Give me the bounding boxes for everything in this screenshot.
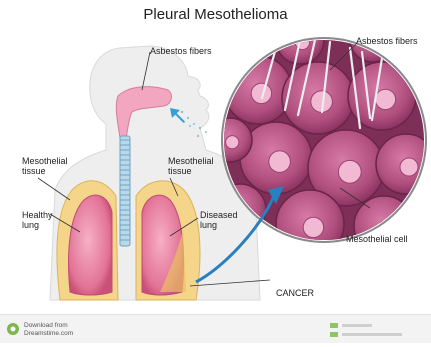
label-line: tissue xyxy=(22,166,68,176)
label-line: Mesothelial xyxy=(22,156,68,166)
diagram-title: Pleural Mesothelioma xyxy=(0,6,431,23)
cell-nucleus xyxy=(269,151,291,173)
footer-watermark-line xyxy=(342,324,372,327)
label-line: lung xyxy=(200,220,238,230)
cell-nucleus xyxy=(375,89,395,109)
cell-nucleus xyxy=(338,160,361,183)
dreamstime-logo-icon xyxy=(6,322,20,336)
footer-watermark-line xyxy=(342,333,402,336)
cell-nucleus xyxy=(251,83,271,103)
label-mesothelial-cell: Mesothelial cell xyxy=(346,234,408,244)
footer-bar: Download from Dreamstime.com xyxy=(0,314,431,343)
trachea xyxy=(120,136,130,246)
cell-nucleus xyxy=(303,217,323,237)
label-line: tissue xyxy=(168,166,214,176)
footer-watermark-mark xyxy=(330,323,338,328)
label-cancer: CANCER xyxy=(276,288,314,298)
label-asbestos-fibers-right: Asbestos fibers xyxy=(356,36,418,46)
label-line: Mesothelial xyxy=(168,156,214,166)
cell-nucleus xyxy=(226,136,239,149)
label-line: Healthy xyxy=(22,210,53,220)
label-line: Diseased xyxy=(200,210,238,220)
label-asbestos-fibers-left: Asbestos fibers xyxy=(150,46,212,56)
mesothelial-cell xyxy=(354,196,414,256)
footer-download-from: Download from xyxy=(24,322,68,329)
mesothelial-cell xyxy=(276,190,344,258)
footer-site: Dreamstime.com xyxy=(24,330,73,337)
label-mesothelial-tissue-left: Mesothelial tissue xyxy=(22,156,68,176)
label-mesothelial-tissue-right: Mesothelial tissue xyxy=(168,156,214,176)
label-healthy-lung: Healthy lung xyxy=(22,210,53,230)
footer-watermark-mark xyxy=(330,332,338,337)
label-diseased-lung: Diseased lung xyxy=(200,210,238,230)
label-line: lung xyxy=(22,220,53,230)
cell-nucleus xyxy=(400,158,418,176)
